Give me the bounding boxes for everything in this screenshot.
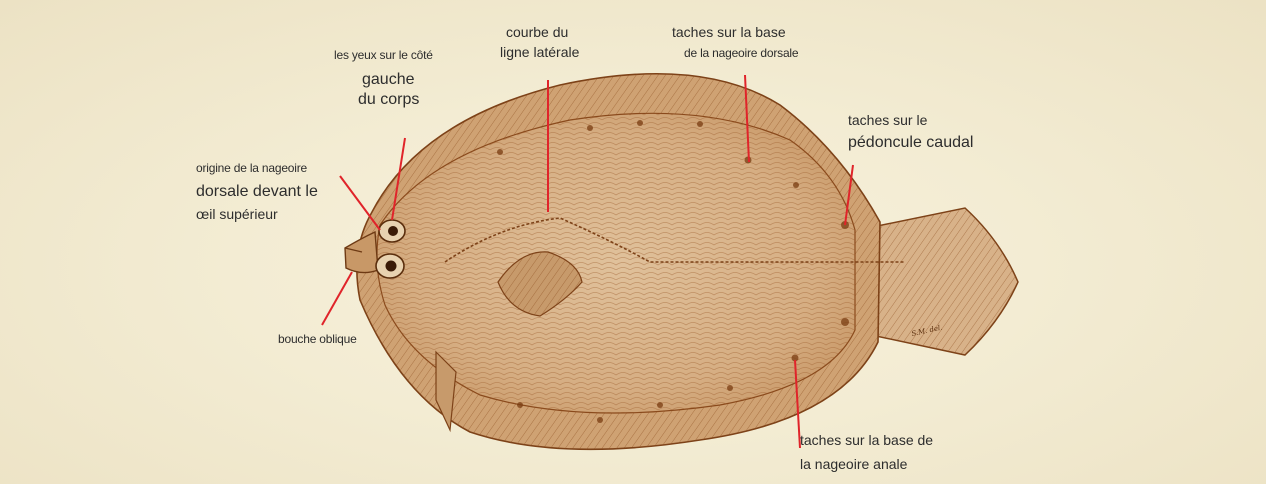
label-anal-spots-line2: la nageoire anale (800, 456, 907, 473)
label-caudal-spots-line2: pédoncule caudal (848, 133, 973, 152)
label-dorsal-spots-line2: de la nageoire dorsale (684, 46, 798, 60)
leader-dorsal-origin (340, 176, 380, 230)
fish-head (345, 232, 378, 273)
label-origin-line2: dorsale devant le (196, 182, 318, 201)
label-anal-spots-line1: taches sur la base de (800, 432, 933, 449)
lower-eye (376, 254, 404, 278)
label-eyes-line3: du corps (358, 90, 419, 109)
leader-mouth (322, 272, 352, 325)
label-caudal-spots-line1: taches sur le (848, 112, 927, 129)
label-dorsal-spots-line1: taches sur la base (672, 24, 786, 41)
label-origin-line3: œil supérieur (196, 206, 278, 223)
label-origin-line1: origine de la nageoire (196, 161, 307, 175)
label-mouth: bouche oblique (278, 332, 357, 346)
label-lateral-line1: courbe du (506, 24, 568, 41)
upper-eye (379, 220, 405, 242)
label-eyes-line1: les yeux sur le côté (334, 48, 433, 62)
label-eyes-line2: gauche (362, 70, 415, 89)
label-lateral-line2: ligne latérale (500, 44, 579, 61)
